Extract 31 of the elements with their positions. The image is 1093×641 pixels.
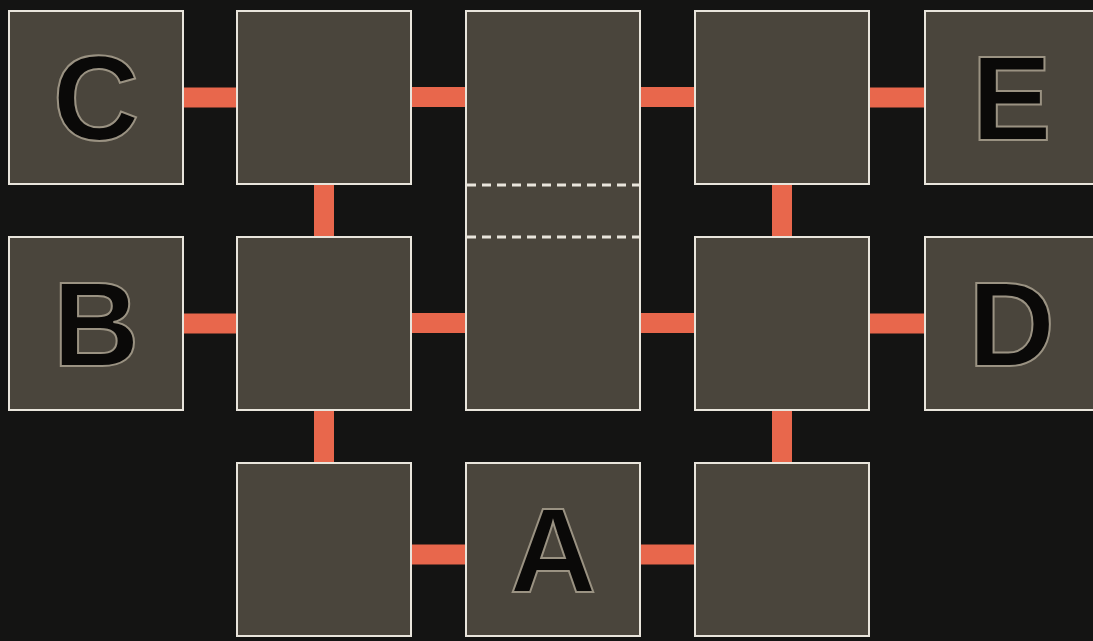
room-box (924, 10, 1093, 185)
connector-bar (870, 313, 924, 334)
connector-bar (870, 87, 924, 108)
connector-bar (641, 87, 694, 107)
empty-room-box (236, 236, 412, 411)
room-box (8, 10, 184, 185)
room-box (924, 236, 1093, 411)
empty-room-box (236, 462, 412, 637)
connector-bar (772, 411, 792, 462)
connector-bar (641, 544, 694, 565)
connector-bar (412, 87, 465, 107)
empty-room-box (694, 10, 870, 185)
connector-bar (412, 313, 465, 333)
room-letter: D (968, 263, 1055, 384)
connector-bar (184, 313, 236, 334)
room-box (8, 236, 184, 411)
connector-bar (314, 411, 334, 462)
room-box (465, 462, 641, 637)
connector-bar (314, 185, 334, 236)
room-letter: C (52, 37, 140, 158)
room-letter: E (971, 37, 1052, 158)
empty-room-box (694, 462, 870, 637)
room-letter: A (509, 489, 597, 610)
connector-bar (184, 87, 236, 108)
empty-room-box (236, 10, 412, 185)
connector-bar (772, 185, 792, 236)
empty-room-box (694, 236, 870, 411)
connector-bar (641, 313, 694, 333)
empty-room-box (465, 10, 641, 411)
room-letter: B (52, 263, 140, 384)
connector-bar (412, 544, 465, 565)
